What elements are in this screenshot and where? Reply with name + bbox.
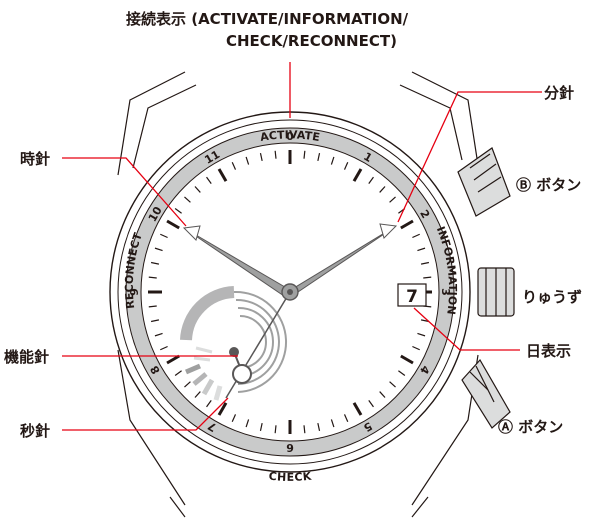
function-hand-label: 機能針 (4, 348, 50, 366)
minor-tick (398, 370, 406, 376)
minor-tick (259, 152, 263, 162)
connection-label-line1: 接続表示 (ACTIVATE/INFORMATION/ (126, 10, 409, 28)
minor-tick (379, 391, 386, 398)
button-b-label: Ⓑ ボタン (516, 176, 582, 194)
center-cap (281, 283, 299, 301)
major-tick (352, 402, 363, 416)
minor-tick (379, 186, 386, 193)
minor-tick (417, 332, 426, 337)
minor-tick (231, 162, 237, 170)
minor-tick (154, 247, 163, 252)
minor-tick (154, 332, 163, 337)
callout-hour-hand (62, 157, 187, 227)
minor-tick (274, 425, 277, 434)
minor-tick (184, 381, 191, 388)
minor-tick (184, 196, 191, 203)
minor-tick (245, 156, 250, 165)
connection-label-line2: CHECK/RECONNECT) (226, 32, 397, 50)
minor-tick (420, 261, 430, 265)
minor-tick (174, 208, 182, 214)
minor-tick (194, 186, 201, 193)
dial-ticks (148, 150, 432, 434)
ring-label-activate: ACTIVATE (259, 128, 321, 144)
callout-lines (62, 62, 542, 431)
crown-label: りゅうず (522, 288, 583, 306)
ring-number-9: 9 (128, 288, 141, 296)
callout-second-hand (62, 397, 229, 431)
button-a (461, 358, 511, 429)
callout-date (413, 307, 520, 351)
callout-minute-hand (397, 91, 542, 223)
minor-tick (150, 261, 160, 265)
major-tick (217, 168, 228, 182)
crown (477, 267, 515, 317)
function-subdial (180, 286, 288, 401)
minor-tick (343, 414, 349, 422)
major-tick (400, 219, 414, 230)
minor-tick (412, 233, 420, 239)
minor-tick (368, 400, 374, 408)
second-hand-label: 秒針 (20, 422, 51, 440)
minor-tick (148, 305, 157, 308)
date-display-label: 日表示 (526, 342, 572, 360)
major-tick (166, 354, 180, 365)
ring-label-check: CHECK (268, 470, 312, 484)
ring-number-6: 6 (286, 441, 294, 454)
minor-tick (148, 276, 157, 279)
date-value: 7 (406, 287, 418, 307)
function-hand (229, 347, 252, 384)
minor-tick (274, 150, 277, 159)
minute-hand-label: 分針 (544, 84, 575, 102)
major-tick (400, 354, 414, 365)
minor-tick (330, 419, 335, 428)
hour-hand-label: 時針 (20, 150, 51, 168)
minor-tick (206, 400, 212, 408)
minor-tick (343, 162, 349, 170)
minor-tick (317, 152, 321, 162)
minor-tick (330, 156, 335, 165)
minor-tick (389, 381, 396, 388)
minor-tick (389, 196, 396, 203)
minor-tick (412, 345, 420, 351)
minor-tick (194, 391, 201, 398)
button-a-label: Ⓐ ボタン (498, 418, 564, 436)
minor-tick (259, 422, 263, 432)
minor-tick (174, 370, 182, 376)
minor-tick (317, 422, 321, 432)
minor-tick (417, 247, 426, 252)
minor-tick (423, 276, 432, 279)
ring-number-3: 3 (439, 288, 452, 296)
date-window: 7 (397, 283, 427, 307)
minor-tick (150, 319, 160, 323)
minor-tick (160, 345, 168, 351)
major-tick (166, 219, 180, 230)
minor-tick (303, 425, 306, 434)
minor-tick (368, 176, 374, 184)
minor-tick (231, 414, 237, 422)
major-tick (352, 168, 363, 182)
minor-tick (206, 176, 212, 184)
minor-tick (245, 419, 250, 428)
minor-tick (303, 150, 306, 159)
ring-number-0: 0 (286, 130, 294, 143)
major-tick (217, 402, 228, 416)
button-b (457, 147, 511, 217)
minor-tick (160, 233, 168, 239)
